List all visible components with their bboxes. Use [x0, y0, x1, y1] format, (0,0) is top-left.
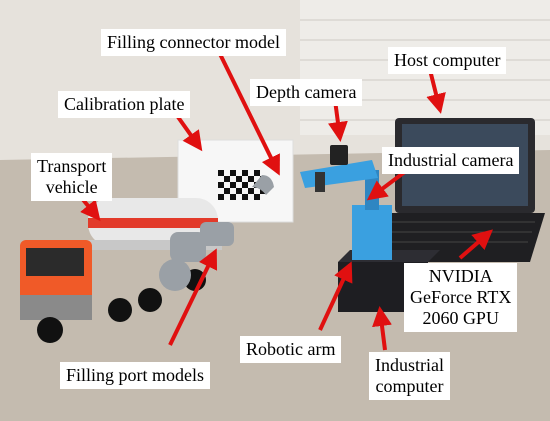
arrow-depth-camera	[327, 99, 348, 142]
laptop-host-computer	[360, 118, 545, 262]
label-calibration-plate: Calibration plate	[58, 91, 191, 118]
label-filling-connector-model: Filling connector model	[101, 29, 286, 56]
label-transport-vehicle-line-1: Transport	[37, 156, 107, 176]
arrow-host-computer	[426, 69, 446, 114]
label-industrial-computer-line-2: computer	[375, 376, 444, 396]
label-nvidia-gpu-line-3: 2060 GPU	[422, 308, 499, 328]
label-industrial-computer: Industrial computer	[369, 352, 450, 400]
label-industrial-computer-line-1: Industrial	[375, 355, 444, 375]
label-nvidia-gpu: NVIDIA GeForce RTX 2060 GPU	[404, 263, 518, 332]
label-industrial-camera: Industrial camera	[382, 147, 520, 174]
arrow-calibration-plate	[176, 115, 203, 152]
arrow-industrial-computer	[372, 306, 392, 351]
label-host-computer: Host computer	[388, 47, 507, 74]
arrow-filling-connector	[218, 53, 280, 176]
label-nvidia-gpu-line-2: GeForce RTX	[410, 287, 512, 307]
label-transport-vehicle: Transport vehicle	[31, 153, 113, 201]
label-robotic-arm: Robotic arm	[240, 336, 342, 363]
arrow-filling-port-models	[168, 248, 218, 346]
label-filling-port-models: Filling port models	[60, 362, 211, 389]
label-transport-vehicle-line-2: vehicle	[45, 177, 98, 197]
filling-connector	[252, 175, 274, 195]
label-depth-camera: Depth camera	[250, 79, 363, 106]
arrow-gpu	[458, 229, 494, 260]
label-nvidia-gpu-line-1: NVIDIA	[428, 266, 493, 286]
arrow-robotic-arm	[318, 261, 353, 331]
filling-port-models	[159, 222, 234, 291]
